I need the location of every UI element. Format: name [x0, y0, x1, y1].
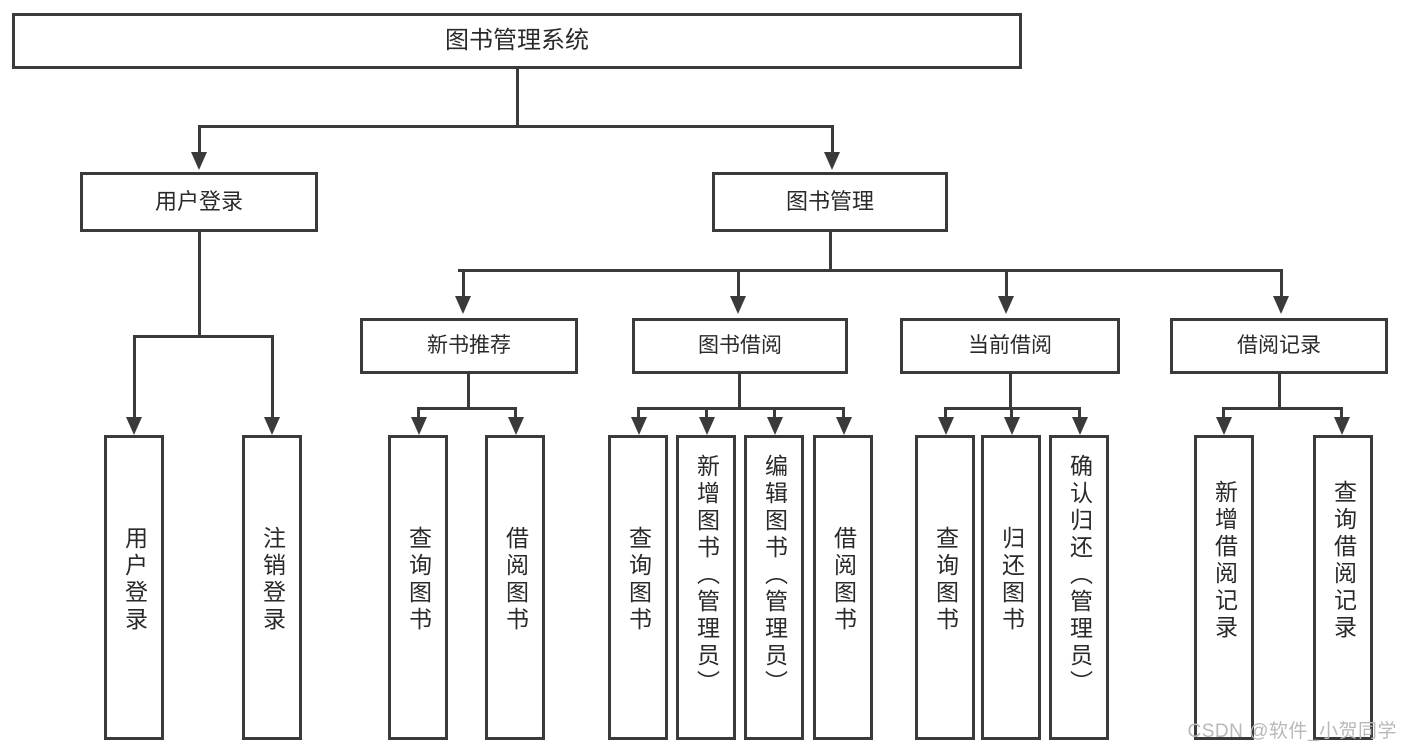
connector-to-borrow-record: [1280, 269, 1283, 296]
node-label: 借阅记录: [1237, 333, 1321, 357]
connector-root-stem: [516, 69, 519, 125]
arrow-to-borrow-book-1: [508, 417, 524, 435]
leaf-label: 借阅图书: [830, 526, 857, 634]
leaf-label: 用户登录: [121, 526, 148, 634]
connector-root-to-user-login: [198, 125, 201, 152]
node-current-borrowing[interactable]: 当前借阅: [900, 318, 1120, 374]
connector-book-manage-stem: [829, 232, 832, 272]
leaf-query-book-rec[interactable]: 查询图书: [388, 435, 448, 740]
node-book-management[interactable]: 图书管理: [712, 172, 948, 232]
arrow-to-query-book-1: [411, 417, 427, 435]
node-book-management-system[interactable]: 图书管理系统: [12, 13, 1022, 69]
node-label: 图书借阅: [698, 333, 782, 357]
leaf-query-book-borrow[interactable]: 查询图书: [608, 435, 668, 740]
arrow-to-logout-leaf: [264, 417, 280, 435]
connector-to-book-borrow: [737, 269, 740, 296]
leaf-label: 确认归还（管理员）: [1066, 454, 1093, 697]
connector-book-borrow-branch-4: [842, 407, 845, 417]
connector-borrow-record-stem: [1278, 374, 1281, 410]
arrow-to-add-borrow-record: [1216, 417, 1232, 435]
leaf-label: 注销登录: [259, 526, 286, 634]
leaf-label: 编辑图书（管理员）: [761, 454, 788, 697]
connector-book-borrow-branch-2: [705, 407, 708, 417]
node-label: 新书推荐: [427, 333, 511, 357]
arrow-to-borrow-book-2: [836, 417, 852, 435]
connector-book-manage-bus: [458, 269, 1283, 272]
leaf-add-borrow-record[interactable]: 新增借阅记录: [1194, 435, 1254, 740]
leaf-return-book[interactable]: 归还图书: [981, 435, 1041, 740]
arrow-to-query-book-3: [938, 417, 954, 435]
connector-borrow-record-branch-2: [1340, 407, 1343, 417]
node-label: 用户登录: [154, 189, 243, 215]
arrow-to-book-borrow: [730, 296, 746, 314]
connector-user-login-stem: [198, 232, 201, 338]
leaf-label: 查询借阅记录: [1330, 480, 1357, 642]
arrow-to-confirm-return: [1072, 417, 1088, 435]
arrow-to-new-book-rec: [455, 296, 471, 314]
connector-user-login-branch-2: [271, 335, 274, 417]
node-user-login[interactable]: 用户登录: [80, 172, 318, 232]
leaf-add-book-admin[interactable]: 新增图书（管理员）: [676, 435, 736, 740]
leaf-query-book-current[interactable]: 查询图书: [915, 435, 975, 740]
arrow-to-query-borrow-record: [1334, 417, 1350, 435]
connector-borrow-record-branch-1: [1222, 407, 1225, 417]
connector-new-book-rec-stem: [467, 374, 470, 410]
leaf-logout[interactable]: 注销登录: [242, 435, 302, 740]
leaf-label: 借阅图书: [502, 526, 529, 634]
node-borrowing-record[interactable]: 借阅记录: [1170, 318, 1388, 374]
node-label: 图书管理系统: [445, 26, 589, 54]
node-label: 当前借阅: [968, 333, 1052, 357]
leaf-edit-book-admin[interactable]: 编辑图书（管理员）: [744, 435, 804, 740]
connector-to-new-book-rec: [462, 269, 465, 296]
connector-borrow-record-bus: [1222, 407, 1342, 410]
arrow-to-return-book: [1004, 417, 1020, 435]
arrow-root-to-book-manage: [824, 152, 840, 170]
connector-new-book-rec-bus: [417, 407, 517, 410]
connector-current-borrow-stem: [1009, 374, 1012, 410]
leaf-query-borrow-record[interactable]: 查询借阅记录: [1313, 435, 1373, 740]
connector-current-borrow-branch-1: [944, 407, 947, 417]
node-book-borrowing[interactable]: 图书借阅: [632, 318, 848, 374]
connector-root-bus: [198, 125, 834, 128]
connector-book-borrow-stem: [738, 374, 741, 410]
leaf-label: 查询图书: [405, 526, 432, 634]
connector-user-login-branch-1: [133, 335, 136, 417]
connector-book-borrow-branch-3: [773, 407, 776, 417]
leaf-user-login[interactable]: 用户登录: [104, 435, 164, 740]
arrow-to-query-book-2: [631, 417, 647, 435]
connector-to-current-borrow: [1005, 269, 1008, 296]
connector-current-borrow-branch-3: [1078, 407, 1081, 417]
leaf-label: 新增借阅记录: [1211, 480, 1238, 642]
connector-current-borrow-branch-2: [1010, 407, 1013, 417]
connector-user-login-bus: [133, 335, 274, 338]
leaf-borrow-book[interactable]: 借阅图书: [813, 435, 873, 740]
leaf-confirm-return-admin[interactable]: 确认归还（管理员）: [1049, 435, 1109, 740]
arrow-to-current-borrow: [998, 296, 1014, 314]
arrow-root-to-user-login: [191, 152, 207, 170]
arrow-to-edit-book: [767, 417, 783, 435]
leaf-label: 新增图书（管理员）: [693, 454, 720, 697]
node-label: 图书管理: [785, 189, 874, 215]
arrow-to-user-login-leaf: [126, 417, 142, 435]
connector-new-book-rec-branch-2: [514, 407, 517, 417]
connector-book-borrow-branch-1: [637, 407, 640, 417]
arrow-to-add-book: [699, 417, 715, 435]
connector-root-to-book-manage: [831, 125, 834, 152]
arrow-to-borrow-record: [1273, 296, 1289, 314]
leaf-label: 查询图书: [625, 526, 652, 634]
connector-new-book-rec-branch-1: [417, 407, 420, 417]
connector-book-borrow-bus: [637, 407, 845, 410]
node-new-book-recommendation[interactable]: 新书推荐: [360, 318, 578, 374]
leaf-label: 归还图书: [998, 526, 1025, 634]
leaf-label: 查询图书: [932, 526, 959, 634]
leaf-borrow-book-rec[interactable]: 借阅图书: [485, 435, 545, 740]
